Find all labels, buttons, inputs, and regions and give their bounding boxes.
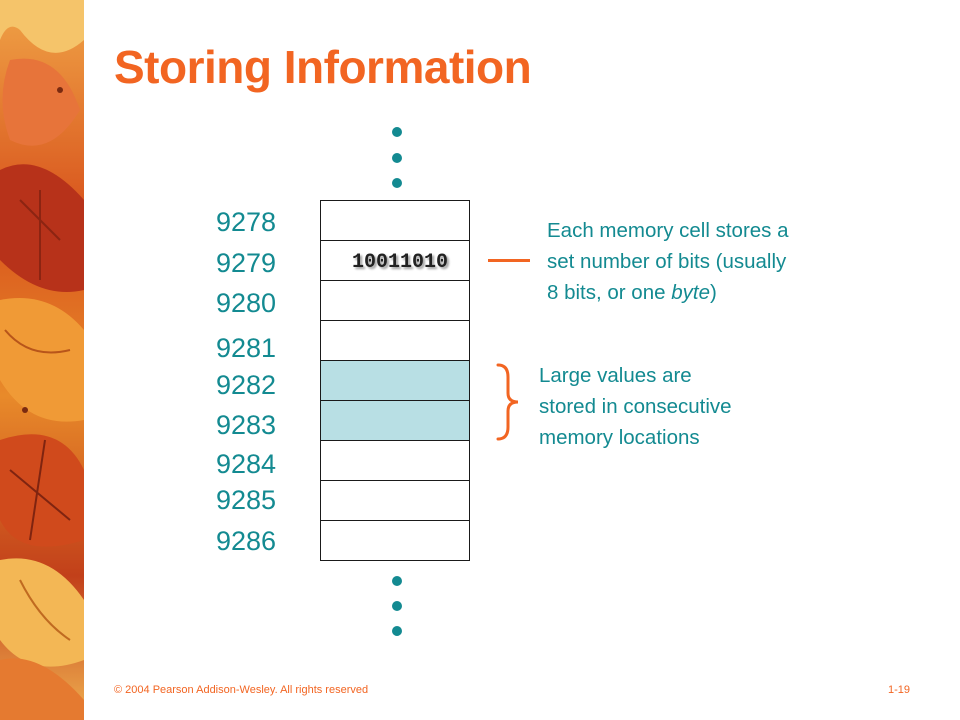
memory-cell: [320, 280, 470, 321]
note-text: ): [709, 281, 717, 304]
memory-cell: [320, 200, 470, 241]
dot: [392, 178, 402, 188]
curly-brace-icon: [496, 363, 519, 441]
connector-line: [488, 259, 530, 262]
autumn-leaves-decoration: [0, 0, 84, 720]
memory-cell: [320, 440, 470, 481]
memory-address: 9283: [216, 410, 277, 440]
slide-title: Storing Information: [114, 41, 532, 93]
memory-address: 9279: [216, 248, 277, 278]
dot: [392, 601, 402, 611]
memory-cell: [320, 320, 470, 361]
note-memory-cell: Each memory cell stores a set number of …: [547, 215, 789, 308]
memory-cell-highlighted: [320, 400, 470, 441]
stored-byte-value: 10011010: [351, 251, 448, 274]
memory-address: 9282: [216, 370, 277, 400]
dot: [392, 153, 402, 163]
memory-cell: [320, 240, 470, 281]
memory-cell-highlighted: [320, 360, 470, 401]
memory-cell: [320, 480, 470, 521]
note-line: memory locations: [539, 426, 700, 449]
note-text: 8 bits, or one: [547, 281, 672, 304]
note-line: stored in consecutive: [539, 395, 732, 418]
note-large-values: Large values are stored in consecutive m…: [539, 360, 732, 453]
memory-address: 9281: [216, 333, 277, 363]
memory-address: 9280: [216, 288, 277, 318]
note-line: Large values are: [539, 364, 692, 387]
note-line: 8 bits, or one byte): [547, 277, 789, 308]
note-line: set number of bits (usually: [547, 250, 787, 273]
note-emphasis: byte: [671, 281, 710, 304]
memory-address: 9285: [216, 485, 277, 515]
memory-cell: [320, 520, 470, 561]
memory-address: 9286: [216, 526, 277, 556]
dot: [392, 127, 402, 137]
memory-address: 9284: [216, 449, 277, 479]
dot: [392, 626, 402, 636]
memory-address: 9278: [216, 207, 277, 237]
page-number: 1-19: [888, 684, 911, 696]
footer-copyright: © 2004 Pearson Addison-Wesley. All right…: [114, 684, 369, 696]
note-line: Each memory cell stores a: [547, 219, 789, 242]
dot: [392, 576, 402, 586]
